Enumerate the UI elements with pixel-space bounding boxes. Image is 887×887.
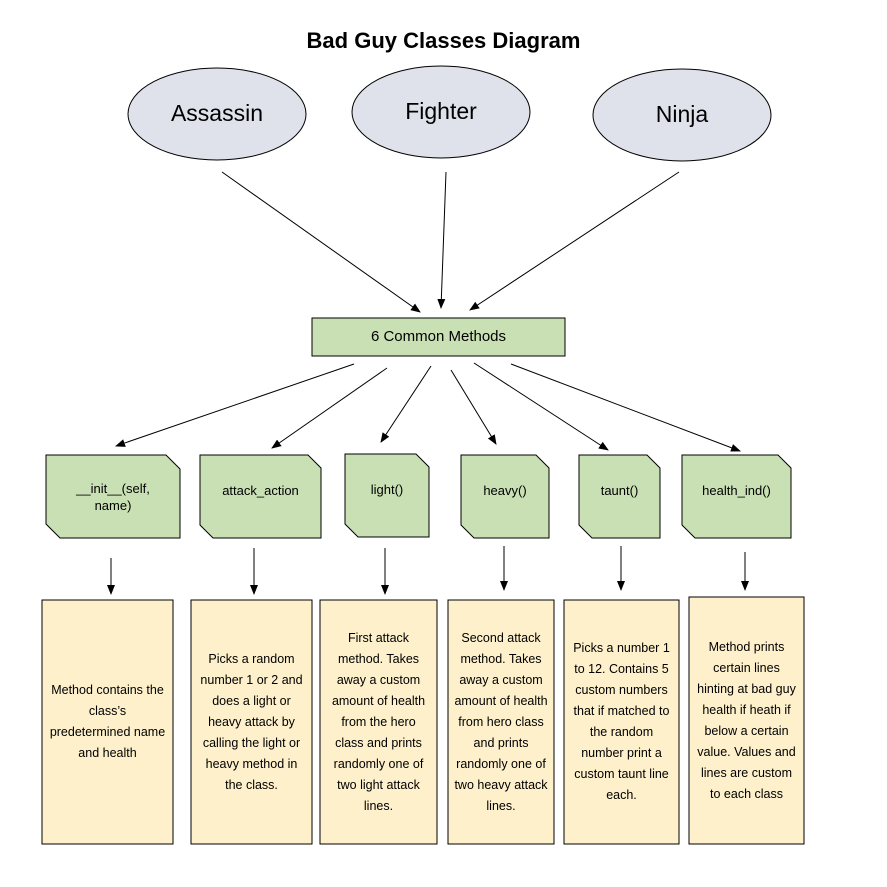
edge-common-to-taunt xyxy=(473,362,609,451)
desc-box-light xyxy=(319,599,438,845)
method-box-taunt xyxy=(578,454,661,539)
method-box-heavy xyxy=(460,454,550,539)
edge-fighter-to-common xyxy=(437,171,447,309)
method-box-light xyxy=(344,453,430,538)
common-methods-box xyxy=(311,317,566,357)
desc-text-init: Method contains the class’s predetermine… xyxy=(49,683,166,760)
edge-common-to-health-ind xyxy=(510,363,741,452)
method-box-health-ind xyxy=(681,454,792,539)
edge-common-to-init xyxy=(115,363,355,447)
desc-text-heavy: Second attack method. Takes away a custo… xyxy=(454,630,548,813)
method-box-attack-action xyxy=(199,454,322,539)
class-node-assassin xyxy=(127,67,307,161)
edge-assassin-to-common xyxy=(221,171,421,313)
desc-box-taunt xyxy=(563,599,680,845)
edge-common-to-light xyxy=(380,365,432,443)
desc-box-init xyxy=(41,599,174,845)
class-label-fighter: Fighter xyxy=(405,98,477,124)
common-methods-label: 6 Common Methods xyxy=(370,328,507,345)
desc-text-health-ind: Method prints certain lines hinting at b… xyxy=(697,639,796,801)
class-node-ninja xyxy=(592,68,772,162)
method-box-init xyxy=(45,454,181,539)
desc-text-attack-action: Picks a random number 1 or 2 and does a … xyxy=(200,651,303,792)
diagram-title: Bad Guy Classes Diagram xyxy=(306,28,581,53)
method-label-light: light() xyxy=(370,481,404,497)
method-label-init: __init__(self, name) xyxy=(76,480,150,513)
method-label-heavy: heavy() xyxy=(483,482,527,498)
method-label-taunt: taunt() xyxy=(600,482,639,498)
desc-box-health-ind xyxy=(688,596,805,845)
desc-text-light: First attack method. Takes away a custom… xyxy=(331,630,426,813)
class-node-fighter xyxy=(351,65,531,159)
edge-common-to-heavy xyxy=(450,369,497,445)
class-label-ninja: Ninja xyxy=(655,101,709,127)
method-label-attack-action: attack_action xyxy=(222,482,299,498)
class-label-assassin: Assassin xyxy=(170,100,264,126)
edge-ninja-to-common xyxy=(469,171,680,311)
desc-box-attack-action xyxy=(190,599,313,845)
edge-common-to-attack-action xyxy=(271,367,388,449)
desc-text-taunt: Picks a number 1 to 12. Contains 5 custo… xyxy=(573,641,670,802)
method-label-health-ind: health_ind() xyxy=(702,482,771,498)
desc-box-heavy xyxy=(447,599,555,845)
